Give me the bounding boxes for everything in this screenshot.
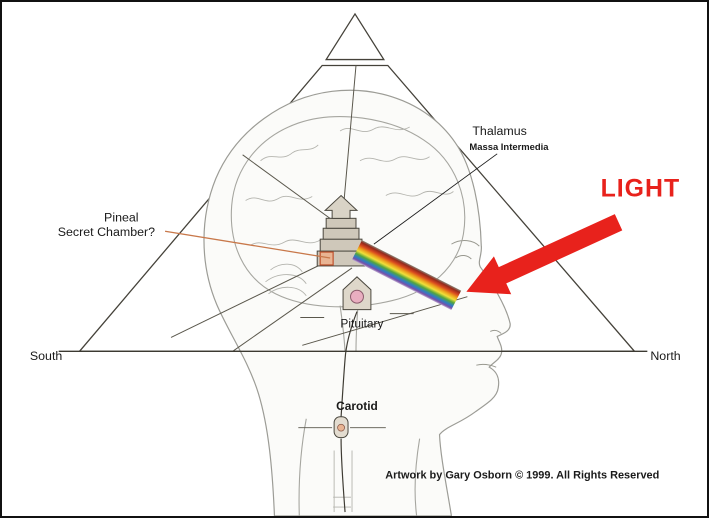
rainbow-beam — [352, 240, 462, 311]
upper-shaft-line — [242, 154, 339, 225]
gyri-6 — [385, 190, 454, 197]
brain-outline — [230, 116, 466, 308]
north-label: North — [650, 349, 680, 363]
pineal-label: Pineal — [104, 210, 139, 224]
cerebellum-arc-2 — [265, 274, 307, 285]
gyri-2 — [245, 195, 313, 202]
eye-line — [455, 255, 472, 260]
gallery-arrow-top — [323, 194, 359, 219]
gallery-slab-4 — [325, 217, 357, 229]
passage-lines — [170, 65, 468, 352]
gyri-5 — [359, 156, 430, 162]
secret-chamber-label: Secret Chamber? — [58, 225, 155, 239]
attribution-text: Artwork by Gary Osborn © 1999. All Right… — [385, 469, 659, 481]
brain-sketch — [230, 116, 466, 352]
light-label: LIGHT — [601, 176, 681, 203]
pituitary-gland — [350, 289, 364, 304]
thalamus-structure — [316, 194, 366, 267]
cerebellum-arc-3 — [268, 286, 307, 296]
thalamus-leader-line — [373, 153, 498, 245]
cerebellum-arc-1 — [270, 263, 303, 273]
spine-line-lower — [340, 438, 346, 513]
south-label: South — [30, 349, 63, 363]
labels: LIGHT Thalamus Massa Intermedia Pineal S… — [30, 124, 681, 481]
mouth-line — [476, 363, 497, 368]
carotid-dot — [337, 423, 345, 432]
pineal-leader-line — [164, 230, 331, 259]
brainstem-left — [339, 305, 346, 352]
light-arrow-icon — [466, 214, 623, 295]
pineal-chamber-marker — [319, 251, 334, 266]
gyri-3 — [250, 239, 321, 246]
neck-front-line — [414, 438, 421, 516]
carotid-label: Carotid — [336, 399, 378, 413]
gyri-4 — [339, 126, 410, 132]
pituitary-structure — [342, 276, 372, 311]
pituitary-label: Pituitary — [340, 316, 383, 330]
descending-line-1 — [170, 259, 331, 338]
eyebrow-line — [451, 240, 480, 247]
neck-back-line — [298, 418, 307, 516]
pyramid-capstone — [324, 12, 386, 61]
entrance-line — [302, 296, 468, 346]
nostril-line — [490, 329, 502, 334]
gallery-slab-2 — [319, 238, 363, 252]
carotid-structure — [298, 311, 386, 513]
thalamus-label: Thalamus — [472, 124, 527, 138]
descending-line-2 — [232, 267, 353, 352]
spine-line-upper — [340, 311, 358, 417]
gyri-1 — [260, 144, 319, 162]
apex-shaft-line — [343, 65, 357, 201]
massa-intermedia-label: Massa Intermedia — [469, 141, 549, 152]
rainbow-beam-rect — [352, 240, 462, 311]
gallery-slab-3 — [322, 227, 360, 240]
